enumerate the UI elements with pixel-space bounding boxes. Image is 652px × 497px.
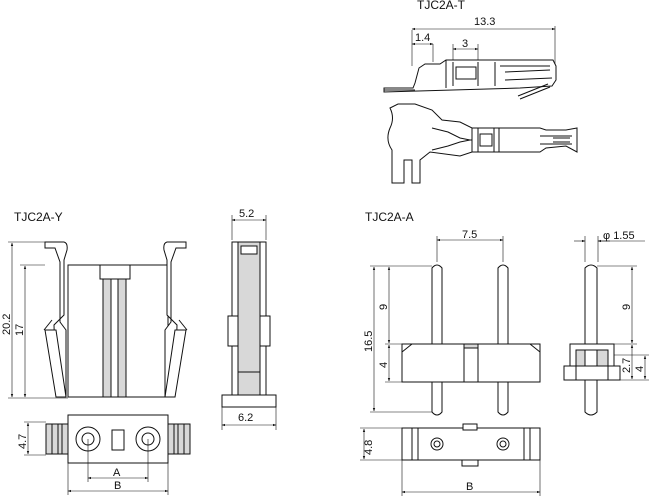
terminal-title: TJC2A-T [417, 0, 466, 12]
header-pitch-label: 7.5 [462, 229, 477, 241]
header-side-view: φ 1.55 9 2.7 4 [563, 230, 649, 416]
terminal-top-view [387, 103, 578, 184]
terminal-length-label: 13.3 [474, 16, 495, 28]
header-front-view [401, 264, 541, 416]
housing-side-view: 5.2 6.2 [221, 208, 277, 430]
header-bottom-view: 4.8 B [360, 423, 541, 496]
housing-width-b-label: B [114, 480, 121, 492]
housing-bottom-view: 4.7 A B [17, 414, 191, 495]
terminal-side-view [383, 59, 557, 100]
housing-side-top-label: 5.2 [239, 208, 254, 220]
housing-bottom-height-label: 4.7 [17, 434, 29, 449]
header-group: TJC2A-A 7.5 16.5 9 4 [360, 210, 649, 496]
housing-title: TJC2A-Y [14, 210, 63, 224]
terminal-a-label: 1.4 [415, 32, 430, 44]
header-pin-dia-label: φ 1.55 [603, 230, 635, 242]
header-side-low-label: 4 [634, 366, 646, 372]
housing-group: TJC2A-Y 20.2 17 [1, 208, 277, 495]
header-title: TJC2A-A [365, 210, 414, 224]
header-width-b-label: B [466, 481, 473, 493]
housing-front-view [43, 241, 188, 398]
housing-side-bottom-label: 6.2 [238, 412, 253, 424]
terminal-b-label: 3 [462, 38, 468, 50]
header-total-label: 16.5 [363, 331, 375, 352]
terminal-group: TJC2A-T 13.3 1.4 3 [383, 0, 578, 184]
housing-height-label: 17 [14, 324, 26, 336]
housing-pitch-a-label: A [113, 467, 121, 479]
header-side-mid-label: 2.7 [621, 358, 633, 373]
header-lower-label: 4 [378, 362, 390, 368]
header-side-upper-label: 9 [621, 304, 633, 310]
header-upper-pin-label: 9 [378, 304, 390, 310]
header-base-height-label: 4.8 [363, 440, 375, 455]
housing-total-height-label: 20.2 [1, 314, 13, 335]
